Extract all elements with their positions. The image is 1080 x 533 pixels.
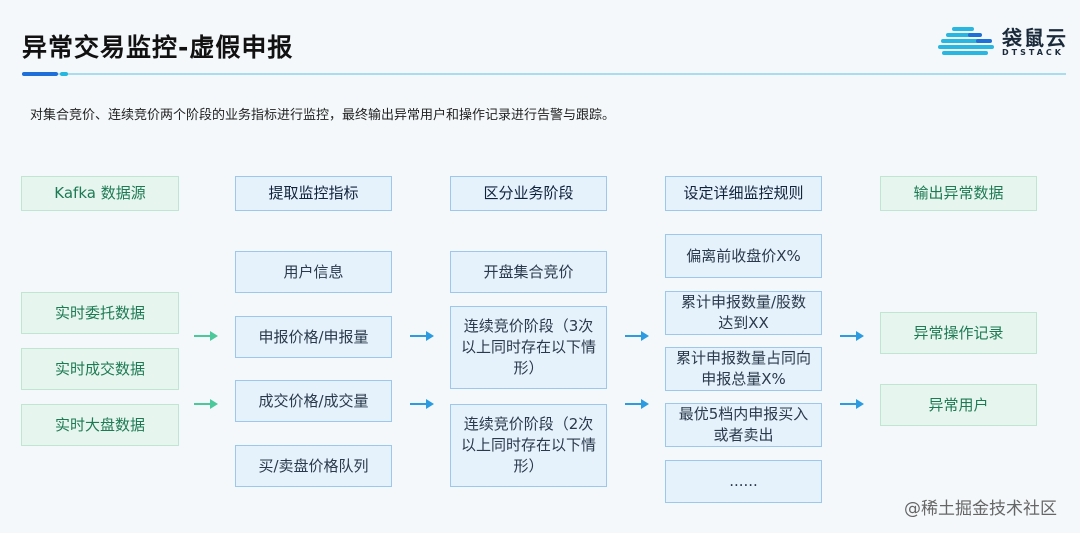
node-order-price-volume: 申报价格/申报量 bbox=[235, 316, 392, 358]
arrow-2b bbox=[410, 399, 434, 409]
column-header-business-stage: 区分业务阶段 bbox=[450, 176, 607, 211]
rule-deviation-close: 偏离前收盘价X% bbox=[665, 234, 822, 278]
title-accent bbox=[22, 72, 58, 76]
rule-cumulative-ratio: 累计申报数量占同向申报总量X% bbox=[665, 347, 822, 391]
arrow-3a bbox=[625, 331, 649, 341]
description: 对集合竞价、连续竞价两个阶段的业务指标进行监控，最终输出异常用户和操作记录进行告… bbox=[30, 108, 616, 123]
output-abnormal-users: 异常用户 bbox=[880, 384, 1037, 426]
column-header-monitor-rules: 设定详细监控规则 bbox=[665, 176, 822, 211]
arrow-2a bbox=[410, 331, 434, 341]
arrow-1b bbox=[194, 399, 218, 409]
node-continuous-auction-2: 连续竞价阶段（2次以上同时存在以下情形） bbox=[450, 404, 607, 487]
node-opening-auction: 开盘集合竞价 bbox=[450, 251, 607, 293]
column-header-output: 输出异常数据 bbox=[880, 176, 1037, 211]
rule-best-five-levels: 最优5档内申报买入或者卖出 bbox=[665, 403, 822, 447]
rule-cumulative-shares: 累计申报数量/股数达到XX bbox=[665, 291, 822, 335]
arrow-3b bbox=[625, 399, 649, 409]
title-underline bbox=[22, 73, 1066, 75]
node-user-info: 用户信息 bbox=[235, 251, 392, 293]
node-trade-price-volume: 成交价格/成交量 bbox=[235, 380, 392, 422]
cloud-logo-icon bbox=[938, 27, 994, 55]
output-abnormal-records: 异常操作记录 bbox=[880, 312, 1037, 354]
node-realtime-orders: 实时委托数据 bbox=[21, 292, 179, 334]
logo-subtitle: DTSTACK bbox=[1002, 48, 1064, 57]
node-bid-ask-queue: 买/卖盘价格队列 bbox=[235, 445, 392, 487]
node-realtime-trades: 实时成交数据 bbox=[21, 348, 179, 390]
node-continuous-auction-3: 连续竞价阶段（3次以上同时存在以下情形） bbox=[450, 306, 607, 389]
arrow-1a bbox=[194, 331, 218, 341]
arrow-4a bbox=[840, 331, 864, 341]
column-header-extract-metrics: 提取监控指标 bbox=[235, 176, 392, 211]
brand-logo: 袋鼠云 DTSTACK bbox=[938, 22, 1068, 60]
column-header-kafka: Kafka 数据源 bbox=[21, 176, 179, 211]
arrow-4b bbox=[840, 399, 864, 409]
logo-name: 袋鼠云 bbox=[1002, 26, 1068, 50]
page-title: 异常交易监控-虚假申报 bbox=[22, 33, 294, 62]
watermark: @稀土掘金技术社区 bbox=[904, 499, 1057, 519]
title-accent-dot bbox=[60, 72, 68, 76]
node-realtime-market: 实时大盘数据 bbox=[21, 404, 179, 446]
rule-more: ...... bbox=[665, 460, 822, 503]
